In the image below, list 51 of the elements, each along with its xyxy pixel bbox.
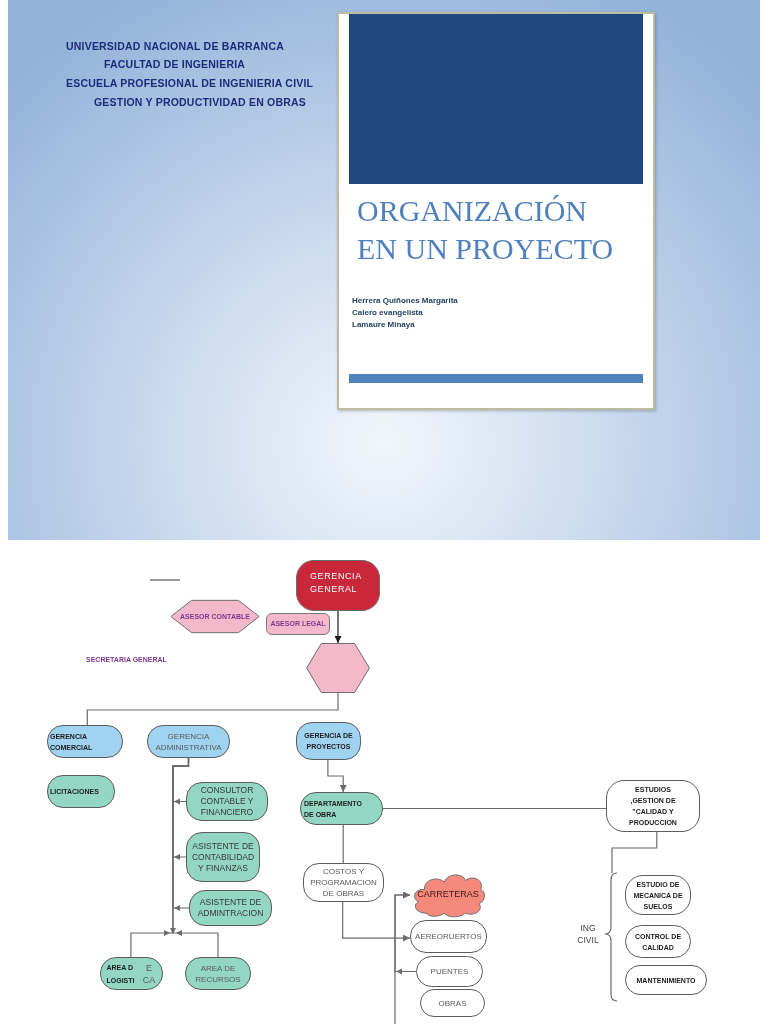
header-text: FACULTAD DE INGENIERIA bbox=[104, 58, 246, 71]
rounded-box bbox=[100, 957, 163, 990]
node-label: GERENCIA ADMINISTRATIVA bbox=[154, 730, 223, 753]
rounded-box bbox=[420, 989, 485, 1017]
node-label: COSTOS Y PROGRAMACION DE OBRAS bbox=[309, 866, 378, 899]
rounded-box bbox=[47, 725, 123, 758]
node-label: CONSULTOR CONTABLE Y FINANCIERO bbox=[199, 785, 255, 818]
arrow bbox=[394, 891, 411, 1024]
node-label: AREA DE RECURSOS bbox=[194, 962, 242, 985]
rounded-box bbox=[147, 725, 230, 758]
header-text: UNIVERSIDAD NACIONAL DE BARRANCA bbox=[66, 40, 284, 53]
author-name: Herrera Quiñones Margarita bbox=[352, 295, 458, 306]
rounded-box bbox=[186, 782, 268, 821]
cover-title: ORGANIZACIÓN EN UN PROYECTO bbox=[357, 193, 615, 267]
connector-line bbox=[382, 807, 607, 810]
rounded-box bbox=[47, 775, 115, 808]
hexagon-shape bbox=[306, 643, 370, 693]
rounded-box bbox=[266, 613, 330, 635]
author-name: Calero evangelista bbox=[352, 307, 423, 318]
rounded-box bbox=[606, 780, 700, 832]
header-text: GESTION Y PRODUCTIVIDAD EN OBRAS bbox=[94, 96, 306, 109]
rounded-box bbox=[189, 890, 272, 926]
arrow bbox=[334, 610, 342, 644]
rounded-box bbox=[296, 722, 361, 760]
author-name: Lamaure Minaya bbox=[352, 319, 415, 330]
group-label: ING CIVIL bbox=[576, 922, 600, 946]
node-label: OBRAS bbox=[438, 997, 467, 1009]
arrow bbox=[327, 759, 347, 793]
node-label: CARRETERAS bbox=[417, 888, 479, 900]
node-label: AEREORUERTOS bbox=[415, 931, 482, 942]
hexagon-shape bbox=[170, 600, 260, 633]
rounded-box bbox=[185, 957, 251, 990]
rounded-box bbox=[416, 956, 483, 987]
node-label: GERENCIA GENERAL bbox=[310, 570, 363, 596]
node-label: PUENTES bbox=[430, 966, 469, 977]
rounded-box bbox=[410, 920, 487, 953]
rounded-box bbox=[625, 965, 707, 995]
connector-line bbox=[611, 831, 658, 874]
rounded-box bbox=[625, 925, 691, 958]
rounded-box bbox=[300, 792, 383, 825]
connector-line bbox=[342, 824, 344, 864]
connector-line bbox=[86, 692, 339, 726]
rounded-box bbox=[186, 832, 260, 882]
header-text: ESCUELA PROFESIONAL DE INGENIERIA CIVIL bbox=[66, 77, 314, 90]
arrow bbox=[342, 901, 411, 942]
node-label: E CA bbox=[141, 961, 157, 986]
node-label: ASISTENTE DE CONTABILIDAD Y FINANZAS bbox=[190, 840, 256, 874]
rounded-box bbox=[303, 863, 384, 902]
rounded-box bbox=[625, 875, 691, 915]
node-label: ASISTENTE DE ADMINTRACION bbox=[196, 897, 265, 919]
rounded-box bbox=[296, 560, 380, 611]
